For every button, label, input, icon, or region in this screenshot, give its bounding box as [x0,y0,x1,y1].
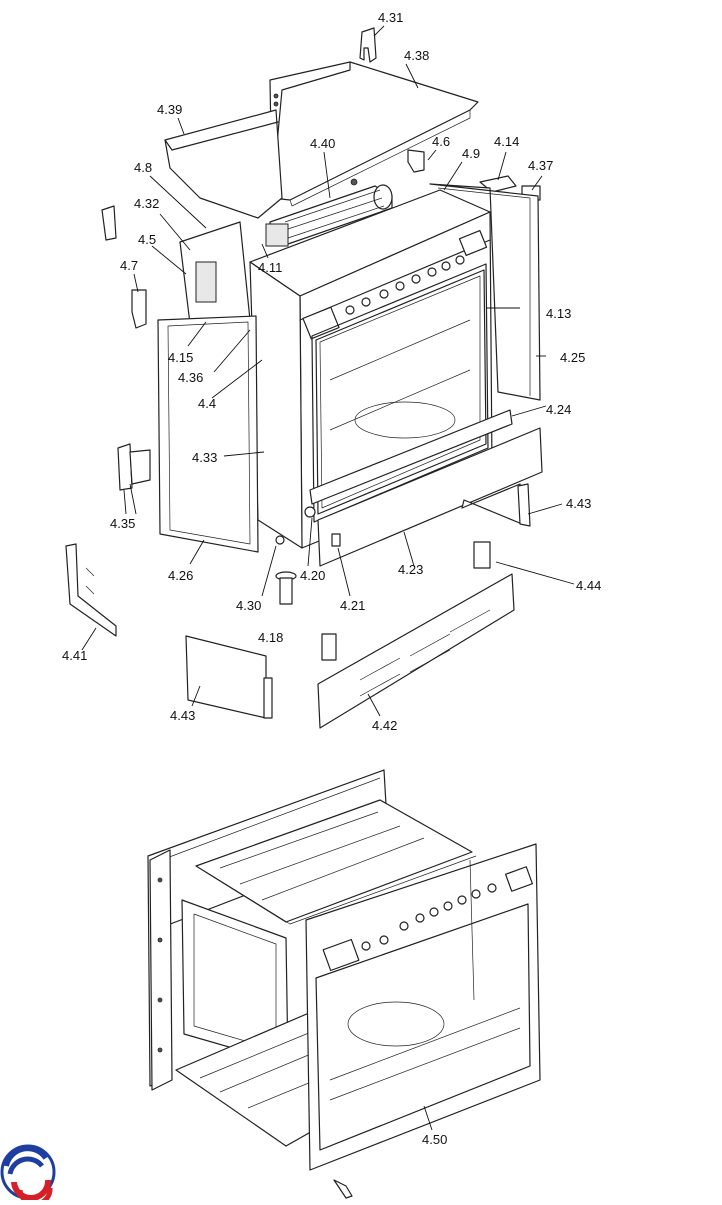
label: 4.39 [157,102,182,117]
part-bracket-left-top [101,205,117,241]
label: 4.24 [546,402,571,417]
label: 4.38 [404,48,429,63]
label: 4.36 [178,370,203,385]
part-4-20-hinge [304,506,316,518]
lower-assembly-view: 4.50 [147,769,541,1199]
label: 4.21 [340,598,365,613]
label: 4.30 [236,598,261,613]
label: 4.42 [372,718,397,733]
label: 4.50 [422,1132,447,1147]
screw-part [333,1179,353,1199]
part-4-35-bracket [117,443,151,491]
part-4-40-tangential-fan [265,178,393,247]
part-4-32-control-housing [179,221,251,341]
front-frame-knobs [361,883,497,951]
brand-swirl-logo [0,1144,56,1205]
part-4-31-bracket [359,27,377,63]
label: 4.26 [168,568,193,583]
label: 4.44 [576,578,601,593]
label: 4.43 [170,708,195,723]
part-4-39-rear-shroud [164,109,283,219]
label: 4.5 [138,232,156,247]
part-4-42-kick-plate [317,573,515,729]
label: 4.11 [258,260,282,275]
label: 4.15 [168,350,193,365]
label: 4.8 [134,160,152,175]
part-4-24-trim [309,409,513,505]
part-4-7-bracket [131,289,147,329]
label: 4.33 [192,450,217,465]
label: 4.9 [462,146,480,161]
label: 4.32 [134,196,159,211]
part-4-43-filler-left [185,635,273,719]
part-4-13-door-seal [315,269,487,515]
label: 4.6 [432,134,450,149]
label: 4.4 [198,396,216,411]
label: 4.41 [62,648,87,663]
part-4-30-foot [275,535,285,545]
label: 4.20 [300,568,325,583]
part-labels-upper: 4.31 4.38 4.39 4.40 4.6 4.14 4.8 4.9 4.3… [62,10,601,733]
part-4-6-bracket [407,149,425,173]
label: 4.31 [378,10,403,25]
control-knobs [345,255,465,315]
part-4-9-oven-body [249,189,493,549]
part-4-41-mounting-bracket [65,543,117,637]
label: 4.7 [120,258,138,273]
label: 4.25 [560,350,585,365]
part-4-25-side-panel [429,183,541,401]
label: 4.37 [528,158,553,173]
label: 4.14 [494,134,519,149]
label: 4.18 [258,630,283,645]
label: 4.43 [566,496,591,511]
label: 4.13 [546,306,571,321]
part-clip-lower [321,633,337,661]
part-4-26-side-panel [157,315,259,553]
label: 4.40 [310,136,335,151]
label: 4.23 [398,562,423,577]
part-4-23-front-trim [317,427,543,567]
upper-exploded-view: 4.31 4.38 4.39 4.40 4.6 4.14 4.8 4.9 4.3… [62,10,601,733]
part-4-44-clip [473,541,491,569]
part-4-21-hinge [331,533,341,547]
leader-lines [81,25,575,717]
part-4-43-filler-right [461,483,531,527]
label: 4.35 [110,516,135,531]
part-4-18-foot [275,571,297,605]
